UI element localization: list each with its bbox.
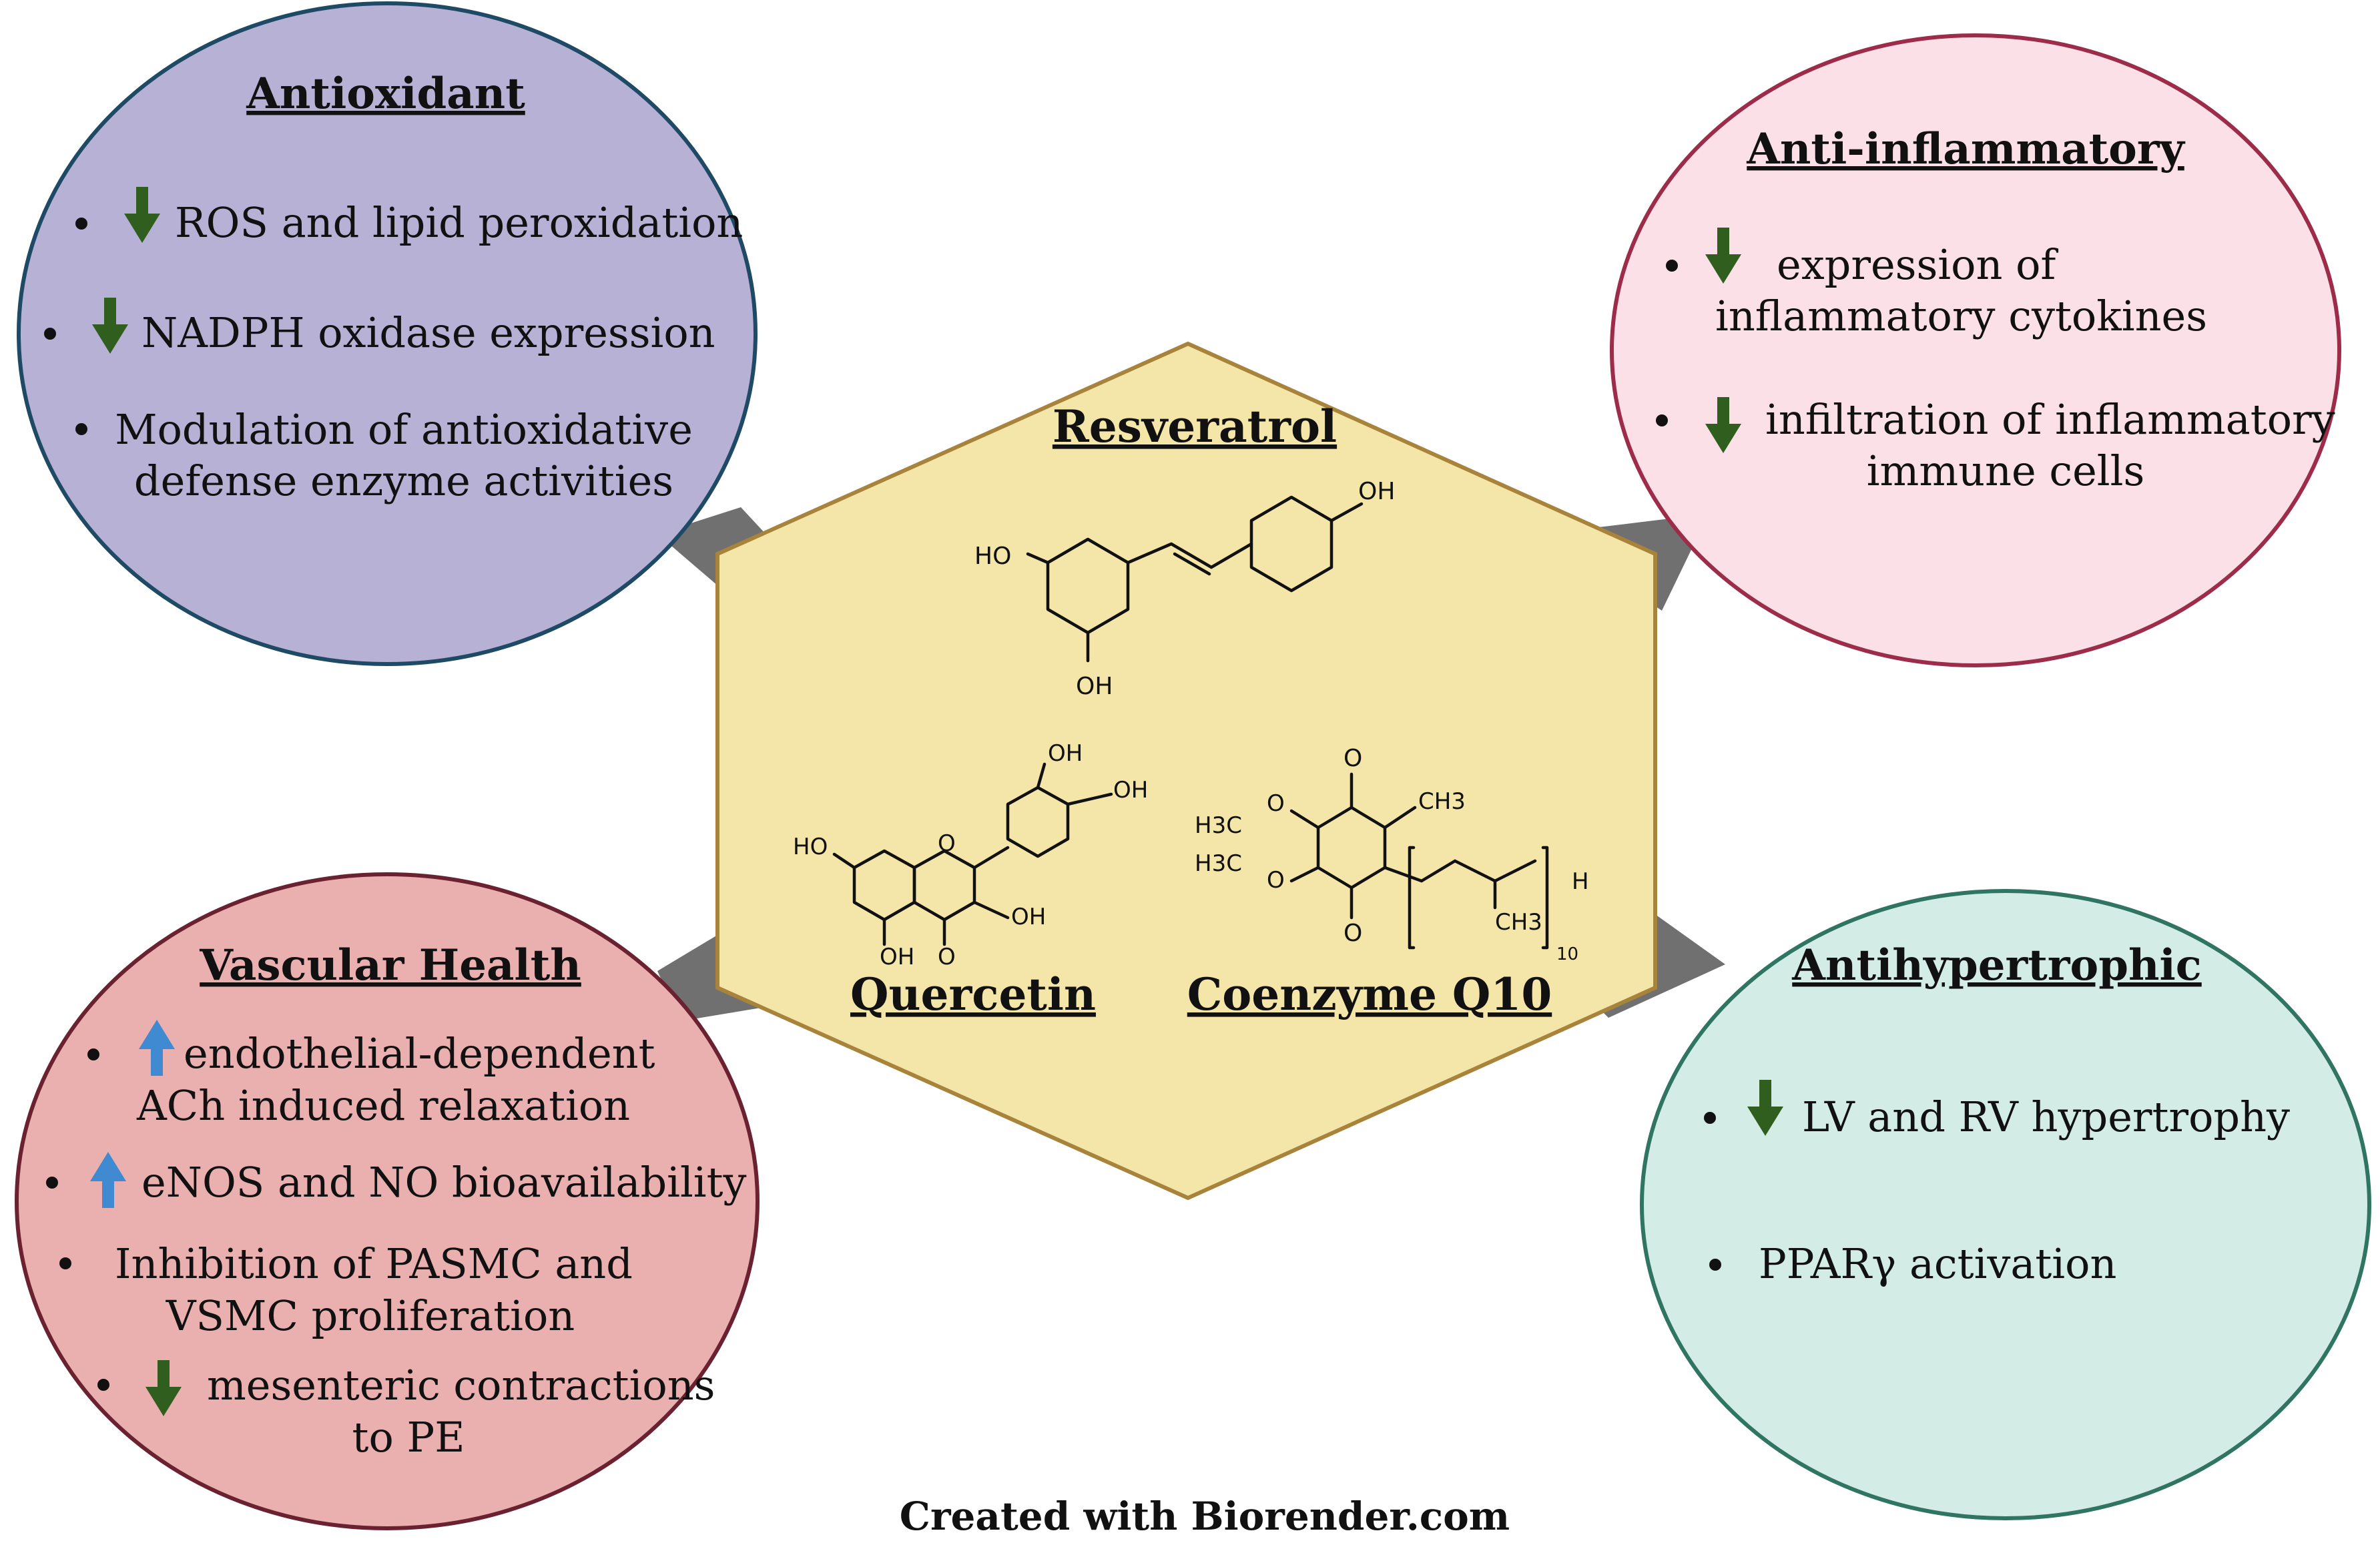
- coq10-structure: O O CH3 H3C O H3C O CH3 H 10: [1195, 745, 1589, 964]
- quercetin-oh-3: OH: [1011, 904, 1046, 930]
- antioxidant-item-3-line-2: defense enzyme activities: [134, 456, 673, 505]
- vascular-item-4-line-1: mesenteric contractions: [207, 1361, 715, 1410]
- resveratrol-ho-left: HO: [974, 543, 1011, 570]
- quercetin-oh-1: OH: [1048, 740, 1083, 767]
- hypertrophic-item-1: LV and RV hypertrophy: [1802, 1093, 2290, 1141]
- bullet-icon: [1709, 1259, 1721, 1271]
- antioxidant-bubble: [17, 1, 758, 666]
- coq10-o-methoxy-1: O: [1267, 790, 1285, 817]
- antioxidant-title: Antioxidant: [246, 69, 525, 119]
- bullet-icon: [97, 1379, 109, 1391]
- coq10-o-methoxy-2: O: [1267, 867, 1285, 894]
- resveratrol-oh-bottom: OH: [1076, 673, 1113, 700]
- hypertrophic-item-2: PPARγ activation: [1759, 1239, 2116, 1288]
- coq10-o-top: O: [1344, 745, 1362, 772]
- vascular-title: Vascular Health: [199, 940, 581, 990]
- quercetin-oh-4: OH: [880, 944, 914, 970]
- quercetin-label: Quercetin: [850, 968, 1096, 1020]
- bullet-icon: [1656, 414, 1668, 426]
- bullet-icon: [75, 218, 87, 230]
- vascular-bubble: [15, 872, 760, 1530]
- bullet-icon: [59, 1257, 71, 1269]
- inflammatory-bubble: [1610, 33, 2341, 667]
- coq10-h3c-2: H3C: [1195, 850, 1242, 877]
- vascular-item-3-line-1: Inhibition of PASMC and: [115, 1239, 633, 1288]
- bullet-icon: [87, 1048, 99, 1060]
- antioxidant-item-1: ROS and lipid peroxidation: [175, 198, 743, 247]
- inflammatory-item-1-line-1: expression of: [1777, 240, 2058, 289]
- bullet-icon: [1704, 1112, 1716, 1124]
- quercetin-ho: HO: [793, 834, 828, 860]
- vascular-item-2: eNOS and NO bioavailability: [141, 1158, 747, 1207]
- antioxidant-item-2: NADPH oxidase expression: [141, 308, 715, 357]
- bullet-icon: [1666, 260, 1678, 272]
- quercetin-structure: OH OH O HO OH OH O: [793, 740, 1148, 970]
- compounds-hexagon: [715, 341, 1657, 1201]
- vascular-item-4-line-2: to PE: [352, 1413, 465, 1462]
- coq10-n10: 10: [1556, 944, 1578, 964]
- resveratrol-structure: OH HO OH: [974, 478, 1395, 700]
- quercetin-oh-2: OH: [1113, 777, 1148, 804]
- hypertrophic-bubble: [1640, 889, 2371, 1520]
- footer-credit: Created with Biorender.com: [900, 1494, 1510, 1539]
- vascular-item-1-line-1: endothelial-dependent: [184, 1029, 655, 1078]
- coq10-h3c-1: H3C: [1195, 812, 1242, 839]
- inflammatory-item-1-line-2: inflammatory cytokines: [1715, 292, 2207, 340]
- quercetin-o-carbonyl: O: [938, 944, 956, 970]
- coq10-ch3-chain: CH3: [1495, 909, 1542, 936]
- inflammatory-item-2-line-1: infiltration of inflammatory: [1765, 395, 2335, 444]
- resveratrol-oh-top: OH: [1358, 478, 1395, 505]
- coq10-label: Coenzyme Q10: [1187, 968, 1552, 1020]
- vascular-item-3-line-2: VSMC proliferation: [166, 1291, 575, 1340]
- bullet-icon: [44, 328, 56, 340]
- resveratrol-label: Resveratrol: [1053, 400, 1337, 452]
- coq10-h-end: H: [1572, 868, 1589, 895]
- bullet-icon: [46, 1177, 58, 1189]
- antioxidant-item-3-line-1: Modulation of antioxidative: [115, 405, 693, 454]
- hypertrophic-title: Antihypertrophic: [1791, 940, 2202, 990]
- bullet-icon: [75, 423, 87, 435]
- coq10-ch3-top: CH3: [1418, 788, 1466, 815]
- coq10-o-bottom: O: [1344, 920, 1362, 947]
- inflammatory-item-2-line-2: immune cells: [1867, 446, 2145, 495]
- vascular-item-1-line-2: ACh induced relaxation: [136, 1081, 630, 1130]
- inflammatory-title: Anti-inflammatory: [1746, 124, 2185, 174]
- quercetin-o-ring: O: [938, 830, 956, 857]
